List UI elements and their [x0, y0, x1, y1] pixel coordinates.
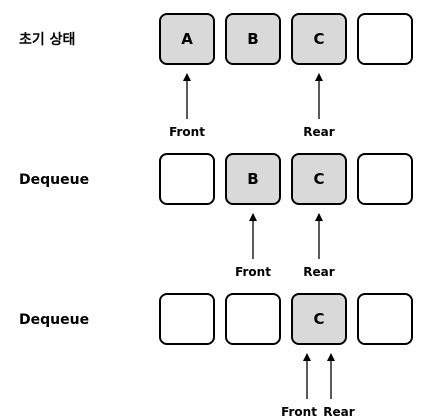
queue-cell-c: C — [291, 153, 347, 205]
queue-cell-empty — [357, 153, 413, 205]
rear-pointer-label: Rear — [323, 405, 355, 419]
queue-cell-a: A — [159, 13, 215, 65]
front-pointer-label: Front — [281, 405, 317, 419]
queue-cell-c: C — [291, 293, 347, 345]
queue-cell-b: B — [225, 13, 281, 65]
rear-pointer-label: Rear — [303, 125, 335, 139]
rear-pointer-label: Rear — [303, 265, 335, 279]
queue-cell-empty — [357, 13, 413, 65]
queue-cell-empty — [159, 153, 215, 205]
front-pointer-label: Front — [169, 125, 205, 139]
front-pointer-label: Front — [235, 265, 271, 279]
queue-cell-empty — [159, 293, 215, 345]
queue-cell-empty — [357, 293, 413, 345]
queue-cell-empty — [225, 293, 281, 345]
state-label: Dequeue — [19, 172, 90, 188]
queue-cell-b: B — [225, 153, 281, 205]
queue-cell-c: C — [291, 13, 347, 65]
state-label: Dequeue — [19, 312, 90, 328]
state-label: 초기 상태 — [19, 32, 76, 48]
